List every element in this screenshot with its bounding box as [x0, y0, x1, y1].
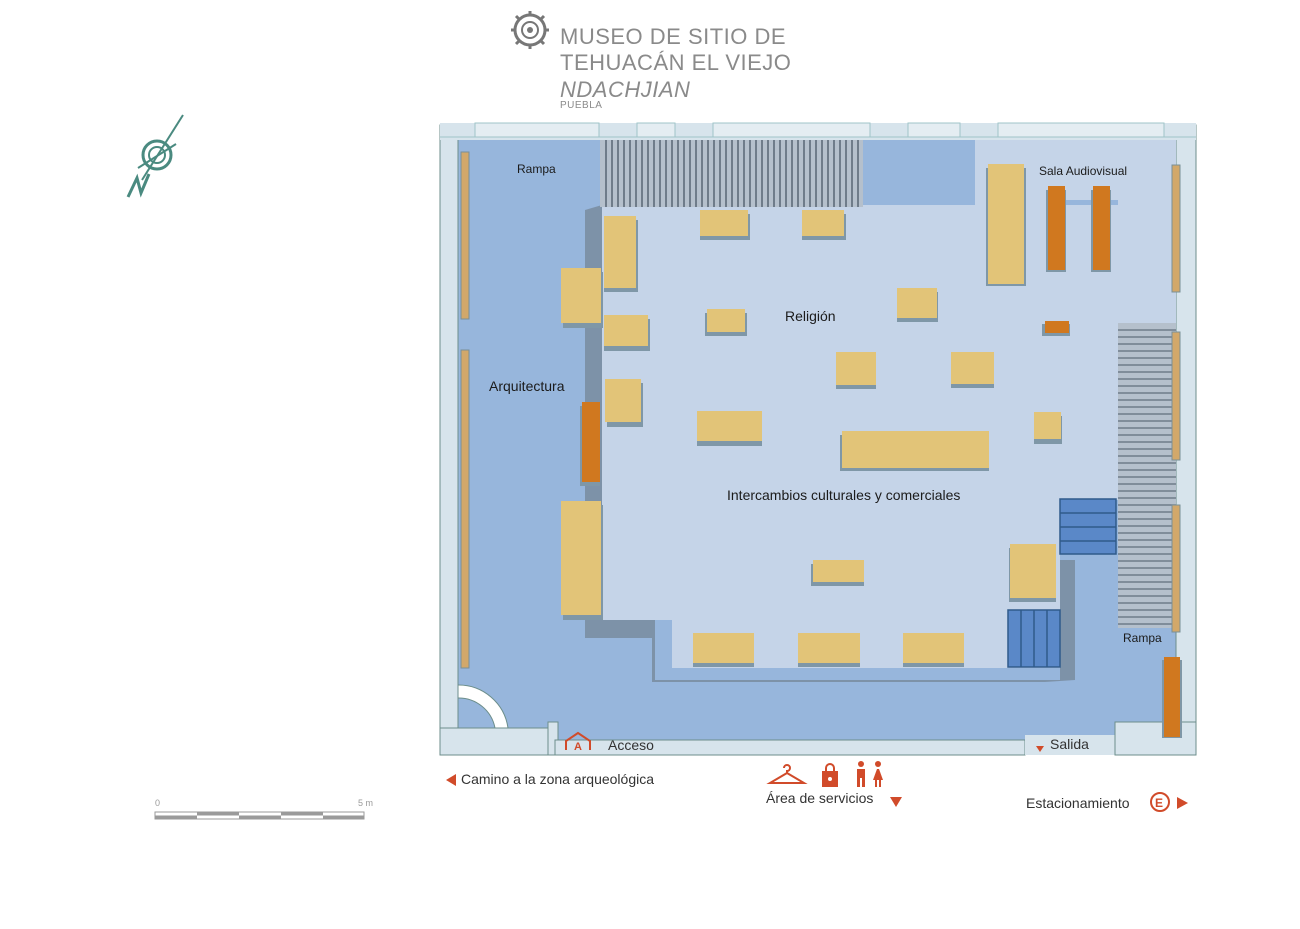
label-servicios: Área de servicios [766, 790, 874, 806]
arrow-left-icon [446, 774, 456, 786]
scale-bar [154, 811, 365, 820]
north-arrow-icon [126, 114, 184, 198]
svg-text:E: E [1155, 796, 1163, 810]
label-estacionamiento: Estacionamiento [1026, 795, 1130, 811]
museum-logo-icon [511, 11, 549, 49]
arrow-down-icon [890, 797, 902, 807]
scale-start-label: 0 [155, 798, 161, 808]
title-line-1: MUSEO DE SITIO DE [560, 24, 787, 49]
title-line-3: NDACHJIAN [560, 77, 691, 102]
restroom-icon [857, 761, 883, 787]
shopping-bag-icon [822, 763, 838, 787]
label-rampa-right: Rampa [1123, 631, 1162, 645]
label-salida: Salida [1050, 736, 1089, 752]
parking-icon: E [1150, 792, 1170, 812]
hanger-icon [766, 764, 808, 784]
access-house-icon: A [565, 731, 591, 753]
display-cases [561, 164, 1182, 738]
title-line-2: TEHUACÁN EL VIEJO [560, 50, 792, 75]
label-religion: Religión [785, 308, 836, 324]
exit-arrow-icon [1036, 746, 1044, 752]
scale-end-label: 5 m [358, 798, 374, 808]
ramp-right [1118, 323, 1176, 628]
label-intercambios: Intercambios culturales y comerciales [727, 487, 961, 503]
title-block: MUSEO DE SITIO DE TEHUACÁN EL VIEJO NDAC… [510, 10, 870, 120]
label-acceso: Acceso [608, 737, 654, 753]
svg-text:A: A [574, 741, 582, 753]
arrow-right-icon [1177, 797, 1188, 809]
label-sala-audiovisual: Sala Audiovisual [1039, 164, 1128, 178]
label-arquitectura: Arquitectura [489, 378, 565, 394]
label-camino: Camino a la zona arqueológica [461, 771, 655, 787]
state-label: PUEBLA [560, 100, 603, 111]
label-rampa-top: Rampa [517, 162, 556, 176]
